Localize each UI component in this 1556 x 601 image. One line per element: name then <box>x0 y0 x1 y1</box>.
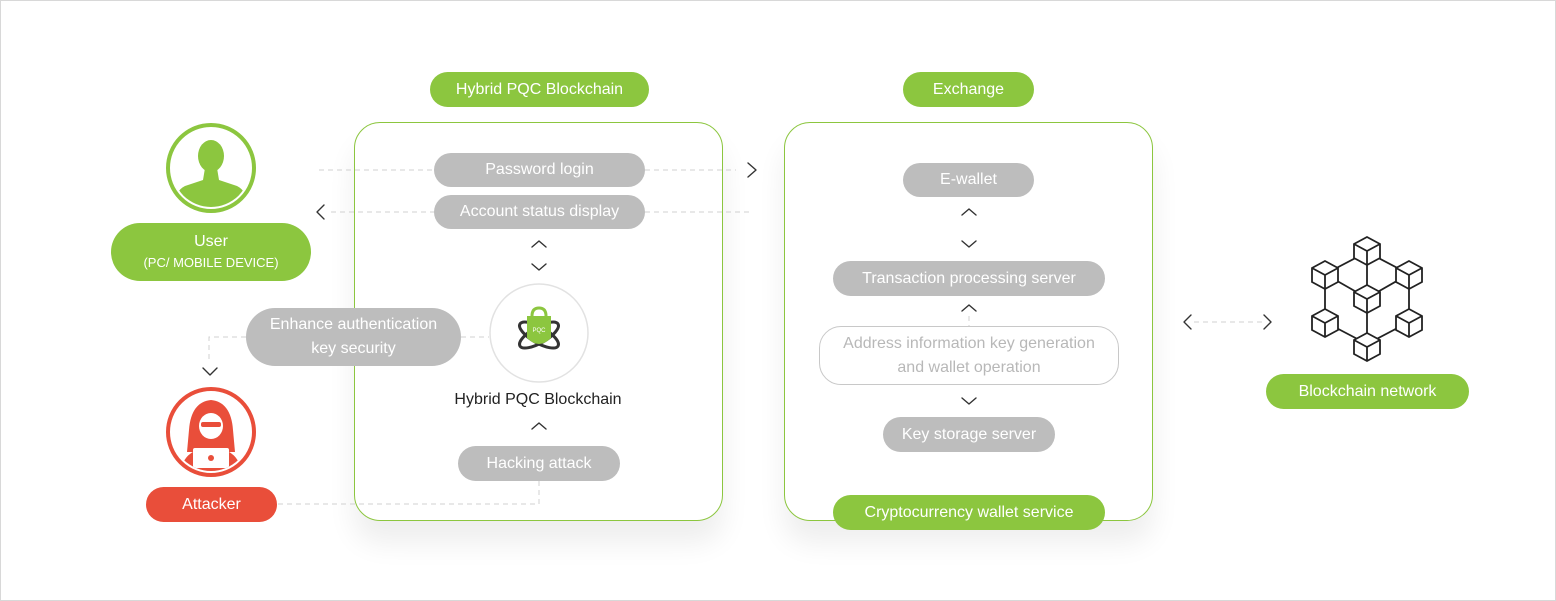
attacker-label: Attacker <box>146 487 277 522</box>
arrow-up-status <box>531 240 547 248</box>
arrow-up-attack <box>531 422 547 430</box>
address-line2: and wallet operation <box>897 358 1041 376</box>
arrow-down-tx <box>961 240 977 248</box>
transaction-server-box: Transaction processing server <box>833 261 1105 296</box>
enhance-security-label: Enhance authentication key security <box>246 308 461 366</box>
exchange-header: Exchange <box>903 72 1034 107</box>
key-storage-box: Key storage server <box>883 417 1055 452</box>
enhance-line2: key security <box>311 340 396 357</box>
arrow-down-logo <box>531 263 547 271</box>
arrow-down-key <box>961 397 977 405</box>
cube-nodes <box>1311 235 1423 363</box>
blockchain-network-icon <box>1311 235 1423 363</box>
ewallet-box: E-wallet <box>903 163 1034 197</box>
user-icon <box>166 123 256 213</box>
user-title: User <box>194 233 228 250</box>
account-status-box: Account status display <box>434 195 645 229</box>
hybrid-pqc-header: Hybrid PQC Blockchain <box>430 72 649 107</box>
arrow-right-network <box>1263 314 1272 330</box>
pqc-center-label: Hybrid PQC Blockchain <box>454 391 622 408</box>
password-login-box: Password login <box>434 153 645 187</box>
attacker-icon <box>166 387 256 477</box>
arrow-right-login <box>747 162 757 178</box>
hacking-attack-box: Hacking attack <box>458 446 620 481</box>
arrow-up-ewallet <box>961 208 977 216</box>
arrow-down-attacker <box>202 367 218 376</box>
enhance-line <box>208 336 246 359</box>
arrow-left-status <box>316 204 325 220</box>
user-label: User (PC/ MOBILE DEVICE) <box>111 223 311 281</box>
pqc-atom-icon: PQC <box>489 283 589 383</box>
address-key-generation-box: Address information key generation and w… <box>819 326 1119 385</box>
address-line1: Address information key generation <box>843 334 1095 352</box>
pqc-badge-text: PQC <box>532 328 546 334</box>
arrow-up-tx <box>961 304 977 312</box>
enhance-line1: Enhance authentication <box>269 316 438 333</box>
wallet-service-footer: Cryptocurrency wallet service <box>833 495 1105 530</box>
arrow-left-network <box>1183 314 1192 330</box>
blockchain-network-label: Blockchain network <box>1266 374 1469 409</box>
attack-line <box>278 481 540 505</box>
user-subtitle: (PC/ MOBILE DEVICE) <box>143 255 279 270</box>
